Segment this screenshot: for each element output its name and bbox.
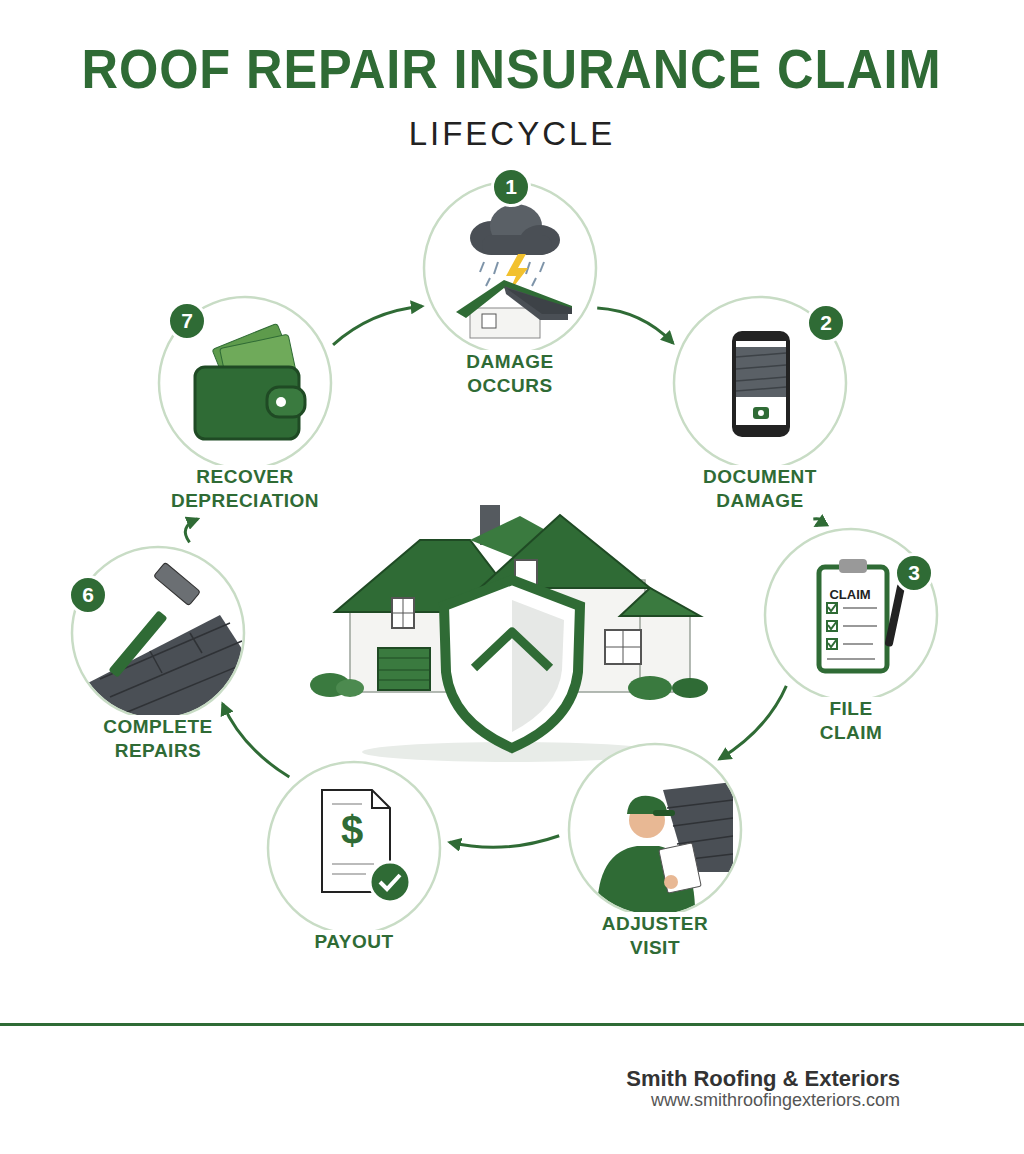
- step-label: DAMAGE OCCURS: [462, 350, 557, 398]
- step-icon: [70, 545, 246, 721]
- footer-text: www.smithroofingexteriors.com: [651, 1090, 900, 1111]
- flow-arrow: [450, 836, 559, 848]
- flow-arrow: [720, 686, 787, 759]
- step-label: PAYOUT: [310, 930, 397, 954]
- step-label: FILE CLAIM: [816, 697, 887, 745]
- callout-number: 2: [806, 303, 846, 343]
- flow-arrow: [333, 306, 422, 345]
- step-circle: PAYOUT: [266, 760, 442, 954]
- callout-number: 7: [167, 301, 207, 341]
- step-label: RECOVER DEPRECIATION: [167, 465, 323, 513]
- step-label: COMPLETE REPAIRS: [99, 715, 217, 763]
- title-wrap: ROOF REPAIR INSURANCE CLAIM: [0, 36, 1024, 101]
- flow-arrow: [813, 519, 822, 526]
- flow-arrow: [597, 308, 673, 343]
- icon-text: CLAIM: [829, 587, 870, 602]
- footer-text: Smith Roofing & Exteriors: [626, 1066, 900, 1092]
- step-icon: [567, 742, 743, 918]
- flow-arrow: [185, 519, 197, 542]
- step-label: DOCUMENT DAMAGE: [699, 465, 821, 513]
- diagram-title: ROOF REPAIR INSURANCE CLAIM: [82, 36, 942, 101]
- step-circle: ADJUSTER VISIT: [567, 742, 743, 960]
- callout-number: 1: [491, 167, 531, 207]
- flow-arrow: [223, 704, 290, 777]
- subtitle: LIFECYCLE: [409, 115, 616, 153]
- step-circle: DAMAGE OCCURS: [422, 180, 598, 398]
- callout-number: 6: [68, 575, 108, 615]
- icon-text: $: [341, 808, 363, 853]
- callout-number: 3: [894, 553, 934, 593]
- step-label: ADJUSTER VISIT: [598, 912, 712, 960]
